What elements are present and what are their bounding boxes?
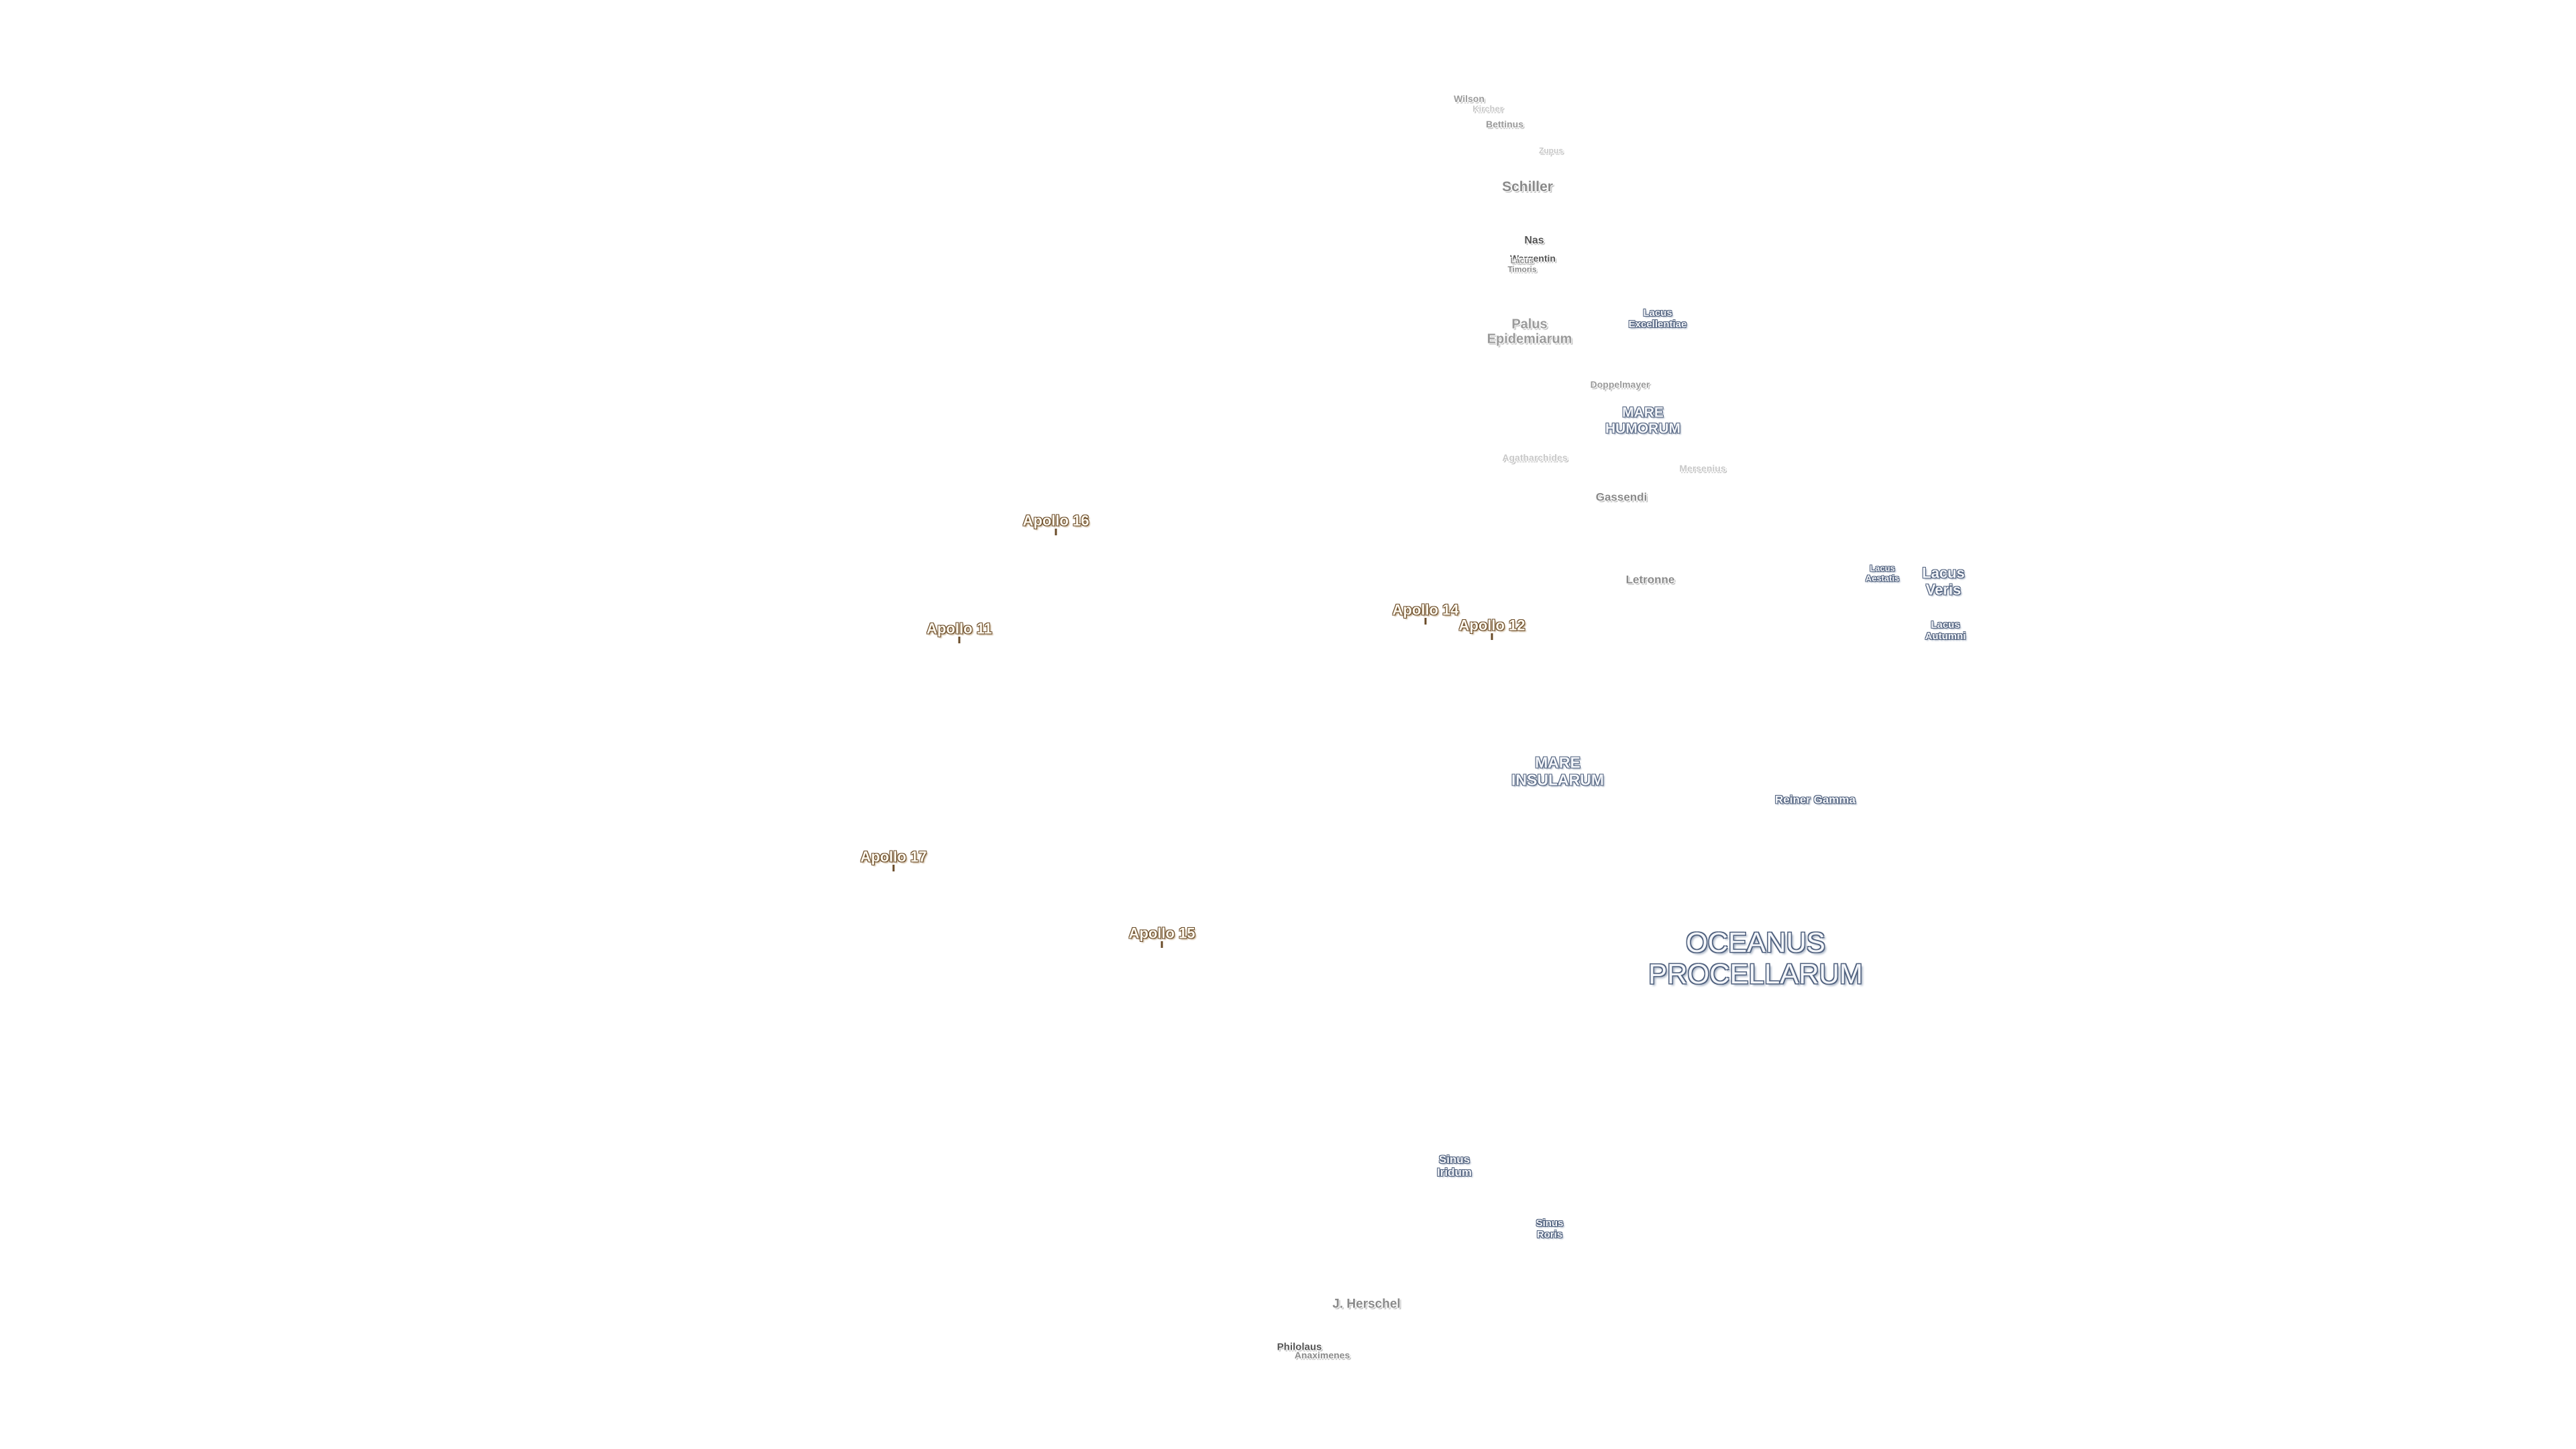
crater-label-schiller: Schiller — [1502, 179, 1553, 195]
crater-label-agatharchides: Agatharchides — [1502, 452, 1568, 464]
palus-label-epidemiarum: Palus Epidemiarum — [1487, 317, 1572, 347]
crater-label-doppelmayer: Doppelmayer — [1590, 379, 1650, 390]
apollo-12-label[interactable]: Apollo 12 — [1458, 616, 1525, 634]
apollo-16-label[interactable]: Apollo 16 — [1022, 512, 1089, 529]
crater-label-inghirami: Lee — [1516, 256, 1531, 266]
crater-label-wargentin: Wargentin — [1510, 253, 1556, 264]
apollo-12-marker[interactable] — [1491, 633, 1493, 640]
mare-label-humorum: MARE HUMORUM — [1605, 405, 1680, 436]
lacus-label-veris: Lacus Veris — [1922, 564, 1965, 598]
apollo-14-marker[interactable] — [1424, 618, 1427, 625]
apollo-15-label[interactable]: Apollo 15 — [1128, 924, 1195, 942]
crater-label-bettinus: Bettinus — [1486, 119, 1523, 130]
sinus-label-roris: Sinus Roris — [1536, 1218, 1564, 1240]
lacus-label-aestatis: Lacus Aestatis — [1865, 563, 1900, 583]
crater-label-j-herschel: J. Herschel — [1332, 1297, 1401, 1311]
crater-label-philolaus: Philolaus — [1277, 1341, 1322, 1353]
sinus-label-iridum: Sinus Iridum — [1437, 1152, 1472, 1179]
apollo-14-label[interactable]: Apollo 14 — [1392, 601, 1459, 619]
crater-label-gassendi: Gassendi — [1595, 490, 1648, 504]
lacus-label-excellentiae: Lacus Excellentiae — [1628, 307, 1687, 330]
crater-label-zupus: Zupus — [1539, 146, 1563, 156]
crater-label-letronne: Letronne — [1625, 573, 1675, 586]
lacus-label-autumni: Lacus Autumni — [1925, 619, 1966, 642]
apollo-15-marker[interactable] — [1161, 941, 1163, 948]
crater-label-mersenius: Mersenius — [1679, 463, 1726, 474]
crater-label-anaximenes: Anaximenes — [1294, 1350, 1350, 1361]
apollo-16-marker[interactable] — [1055, 529, 1057, 535]
mare-label-insularum: MARE INSULARUM — [1511, 753, 1604, 788]
crater-label-nasmyth: Nas — [1524, 235, 1544, 247]
ocean-label-procellarum: OCEANUS PROCELLARUM — [1648, 926, 1863, 989]
crater-label-kircher: Kircher — [1472, 103, 1503, 114]
apollo-11-label[interactable]: Apollo 11 — [926, 620, 992, 637]
apollo-17-marker[interactable] — [892, 865, 895, 871]
crater-label-wilson: Wilson — [1454, 93, 1485, 105]
apollo-17-label[interactable]: Apollo 17 — [860, 848, 927, 865]
apollo-11-marker[interactable] — [958, 637, 961, 643]
lacus-label-timoris: Lacus Timoris — [1507, 256, 1537, 274]
feature-label-reiner-gamma: Reiner Gamma — [1775, 793, 1856, 806]
